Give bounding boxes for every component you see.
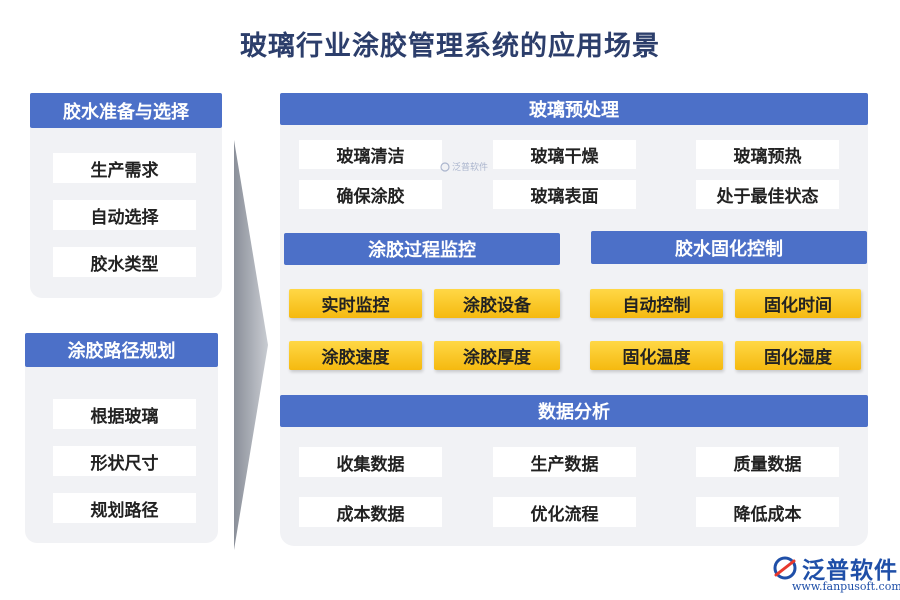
brand-name: 泛普软件 — [802, 558, 898, 584]
pretreat-item: 玻璃表面 — [493, 180, 636, 209]
analysis-item: 质量数据 — [696, 447, 839, 477]
analysis-header: 数据分析 — [280, 395, 868, 427]
watermark: 泛普软件 — [440, 160, 488, 173]
monitor-item: 涂胶速度 — [289, 341, 422, 370]
path-planning-item: 根据玻璃 — [53, 399, 196, 429]
main-panel — [280, 108, 868, 546]
monitor-header: 涂胶过程监控 — [284, 233, 560, 265]
glue-prep-item: 自动选择 — [53, 200, 196, 230]
path-planning-item: 规划路径 — [53, 493, 196, 523]
analysis-item: 收集数据 — [299, 447, 442, 477]
pretreat-item: 玻璃干燥 — [493, 140, 636, 169]
pretreat-item: 确保涂胶 — [299, 180, 442, 209]
page-title: 玻璃行业涂胶管理系统的应用场景 — [240, 31, 660, 62]
curing-item: 固化温度 — [590, 341, 723, 370]
glue-prep-item: 生产需求 — [53, 153, 196, 183]
monitor-item: 实时监控 — [289, 289, 422, 318]
pretreat-item: 处于最佳状态 — [696, 180, 839, 209]
fanpu-logo-icon — [773, 556, 797, 580]
path-planning-header: 涂胶路径规划 — [25, 333, 218, 367]
brand-logo: 泛普软件 — [772, 551, 898, 585]
analysis-item: 降低成本 — [696, 497, 839, 527]
brand-url: www.fanpusoft.com — [792, 580, 900, 593]
glue-prep-item: 胶水类型 — [53, 247, 196, 277]
analysis-item: 优化流程 — [493, 497, 636, 527]
curing-header: 胶水固化控制 — [591, 231, 867, 264]
monitor-item: 涂胶厚度 — [434, 341, 560, 370]
curing-item: 固化湿度 — [735, 341, 861, 370]
curing-item: 固化时间 — [735, 289, 861, 318]
monitor-item: 涂胶设备 — [434, 289, 560, 318]
glue-prep-header: 胶水准备与选择 — [30, 93, 222, 128]
path-planning-item: 形状尺寸 — [53, 446, 196, 476]
pretreat-item: 玻璃预热 — [696, 140, 839, 169]
watermark-logo-icon — [440, 161, 450, 172]
analysis-item: 成本数据 — [299, 497, 442, 527]
pretreat-item: 玻璃清洁 — [299, 140, 442, 169]
pretreat-header: 玻璃预处理 — [280, 93, 868, 125]
curing-item: 自动控制 — [590, 289, 723, 318]
flow-arrow-icon — [234, 140, 268, 550]
analysis-item: 生产数据 — [493, 447, 636, 477]
watermark-text: 泛普软件 — [452, 163, 489, 173]
